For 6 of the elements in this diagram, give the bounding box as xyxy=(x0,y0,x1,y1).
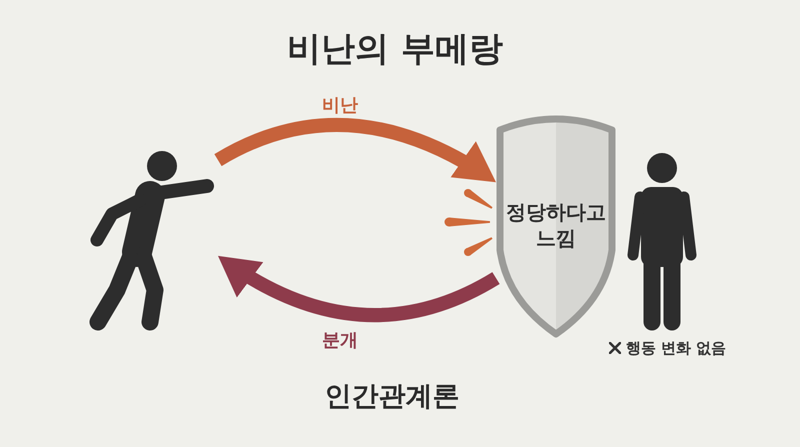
node-text: 정당하다고 느낌 xyxy=(505,199,607,251)
shield xyxy=(496,115,616,339)
standing-person xyxy=(626,151,698,332)
note-text: 행동 변화 없음 xyxy=(626,339,726,357)
title: 비난의 부메랑 xyxy=(287,29,503,70)
caption: 인간관계론 xyxy=(324,381,460,414)
